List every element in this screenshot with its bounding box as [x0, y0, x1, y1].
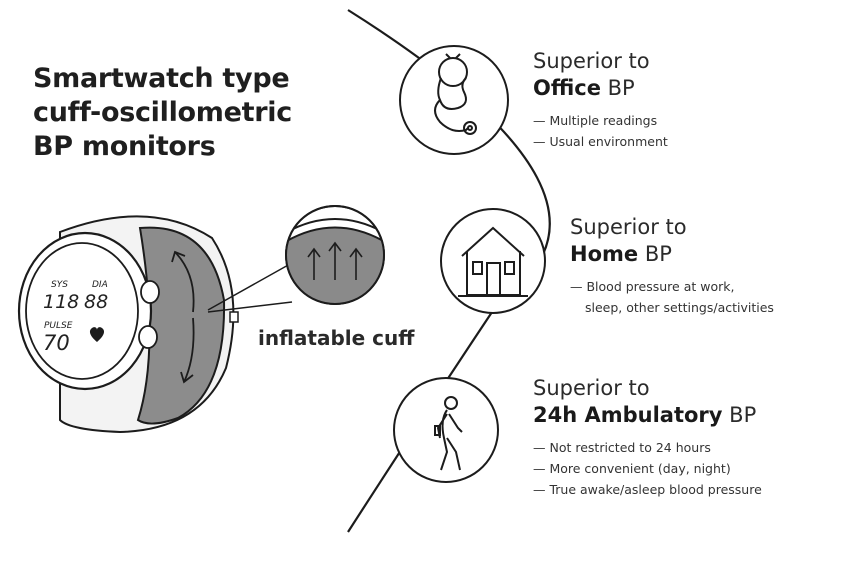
band-clasp: [229, 311, 239, 323]
ambulatory-bp-section: Superior to 24h Ambulatory BP — Not rest…: [533, 375, 762, 500]
walking-person-icon: [434, 396, 463, 471]
office-icon-circle: [399, 45, 509, 155]
heart-icon: [89, 327, 105, 342]
ambulatory-superior-to: Superior to: [533, 376, 650, 400]
bullet-item: — Not restricted to 24 hours: [533, 440, 711, 455]
ambulatory-bullets: — Not restricted to 24 hours — More conv…: [533, 437, 762, 500]
dia-label: DIA: [92, 280, 108, 290]
home-icon-circle: [440, 208, 546, 314]
bullet-item: — Blood pressure at work,: [570, 279, 735, 294]
diagram-title: Smartwatch type cuff-oscillometric BP mo…: [33, 62, 292, 164]
office-heading: Office BP: [533, 74, 668, 102]
inflatable-cuff: [136, 226, 226, 425]
home-heading: Home BP: [570, 240, 774, 268]
sys-value: 118: [43, 291, 79, 313]
cuff-arrow-up-head: [171, 250, 186, 263]
bullet-item: — More convenient (day, night): [533, 461, 731, 476]
bullet-item: — Usual environment: [533, 134, 668, 149]
office-superior-to: Superior to: [533, 49, 650, 73]
office-heading-bold: Office: [533, 76, 601, 100]
cuff-arrow-down-head: [180, 371, 194, 384]
callout-line-lower: [207, 301, 293, 313]
house-icon: [458, 226, 528, 297]
title-line-2: cuff-oscillometric: [33, 97, 292, 128]
office-bp-section: Superior to Office BP — Multiple reading…: [533, 48, 668, 152]
cuff-arrow-down: [183, 317, 195, 383]
crown-button-bottom: [138, 325, 158, 349]
home-heading-bold: Home: [570, 242, 639, 266]
bullet-item: sleep, other settings/activities: [585, 300, 774, 315]
crown-button-top: [140, 280, 160, 304]
inflatable-cuff-label: inflatable cuff: [258, 326, 415, 350]
bullet-item: — True awake/asleep blood pressure: [533, 482, 762, 497]
pulse-value: 70: [43, 331, 70, 355]
bullet-item: — Multiple readings: [533, 113, 658, 128]
home-superior-to: Superior to: [570, 215, 687, 239]
office-bullets: — Multiple readings — Usual environment: [533, 110, 668, 152]
cuff-magnifier: [285, 205, 385, 305]
home-bp-section: Superior to Home BP — Blood pressure at …: [570, 214, 774, 318]
ambulatory-icon-circle: [393, 377, 499, 483]
ambulatory-heading-bold: 24h Ambulatory: [533, 403, 723, 427]
pulse-label: PULSE: [44, 321, 73, 331]
title-line-3: BP monitors: [33, 131, 216, 162]
ambulatory-heading: 24h Ambulatory BP: [533, 401, 762, 429]
stethoscope-icon: [434, 53, 477, 135]
title-line-1: Smartwatch type: [33, 63, 290, 94]
ambulatory-heading-suffix: BP: [722, 403, 757, 427]
smartwatch-illustration: SYS 118 DIA 88 PULSE 70: [17, 215, 239, 434]
home-heading-suffix: BP: [638, 242, 672, 266]
home-bullets: — Blood pressure at work, sleep, other s…: [570, 276, 774, 318]
watch-bezel: [25, 242, 139, 380]
sys-label: SYS: [51, 280, 68, 290]
dia-value: 88: [84, 291, 108, 313]
callout-line-upper: [207, 263, 291, 311]
cuff-arrow-up: [174, 251, 195, 313]
office-heading-suffix: BP: [600, 76, 635, 100]
